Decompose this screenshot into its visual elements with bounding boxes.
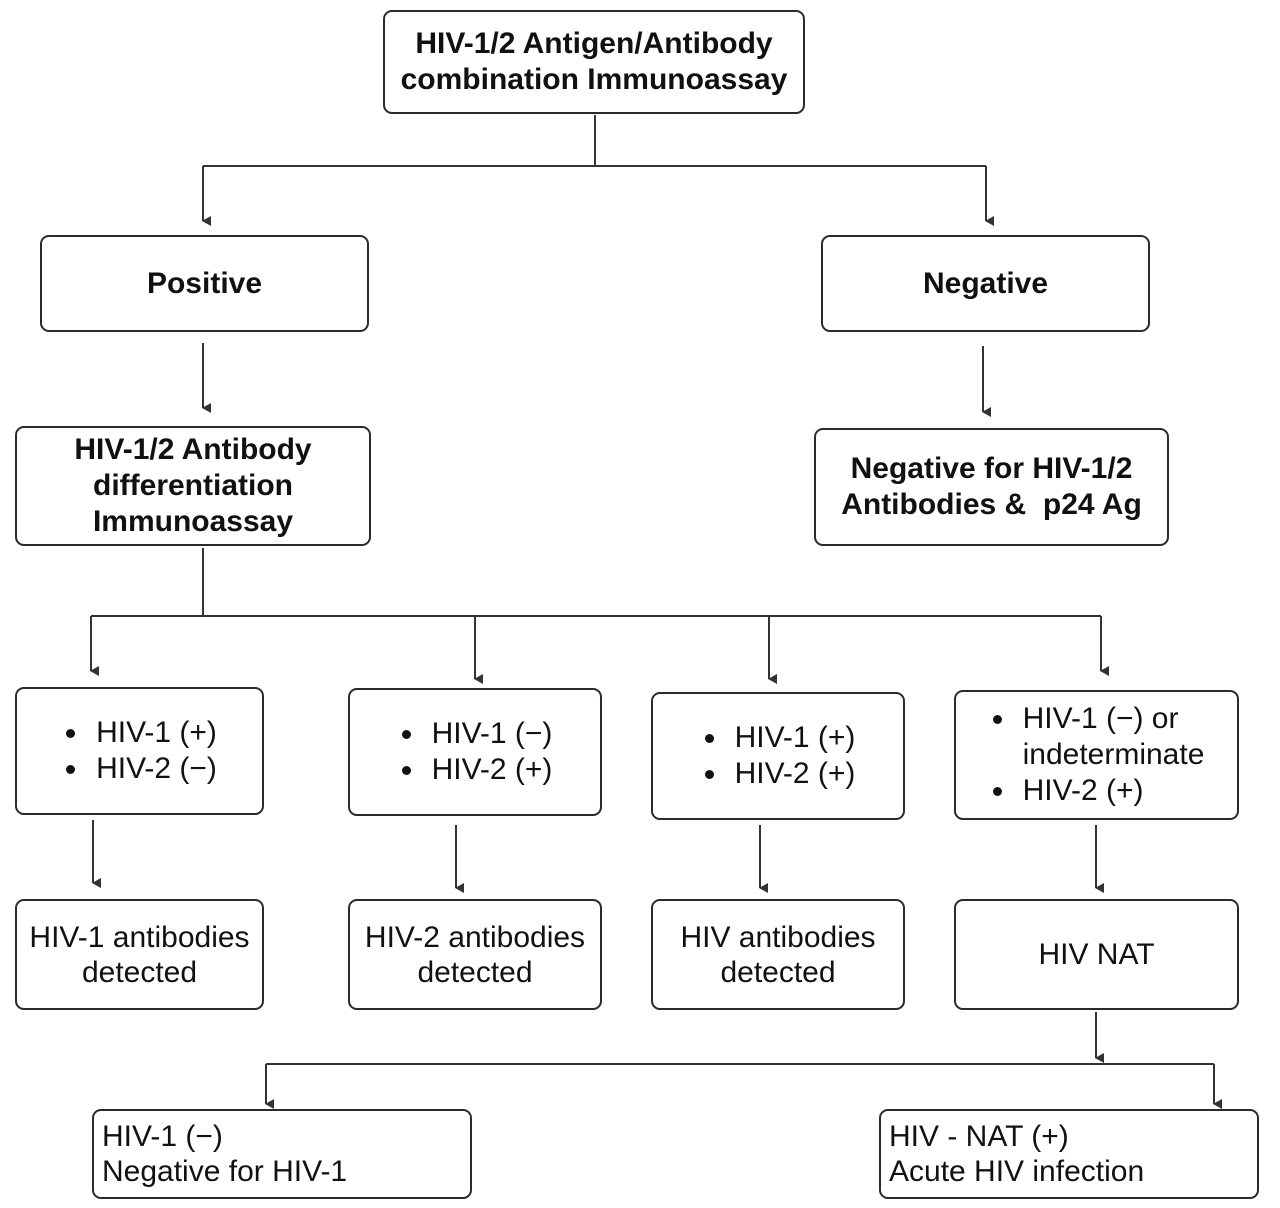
outcome-box-2: HIV-1 (−) HIV-2 (+) [348,688,602,816]
result-1-line1: HIV-1 antibodies [29,920,250,954]
outcome-4-item: HIV-1 (−) or [989,701,1205,737]
outcome-3-item: HIV-2 (+) [701,756,855,792]
combination-immunoassay-line1: HIV-1/2 Antigen/Antibody [415,27,773,60]
outcome-2-item: HIV-1 (−) [398,716,552,752]
outcome-4-item-continuation: indeterminate [1022,738,1205,771]
outcome-2-item: HIV-2 (+) [398,752,552,788]
outcome-1-item: HIV-2 (−) [62,751,217,787]
result-3-line1: HIV antibodies [680,920,876,954]
outcome-4-item: HIV-2 (+) [989,773,1205,809]
final-acute-line2: Acute HIV infection [889,1155,1145,1188]
outcome-4-list: HIV-1 (−) or indeterminate HIV-2 (+) [989,701,1205,809]
result-1-line2: detected [81,955,198,989]
differentiation-line3: Immunoassay [92,505,294,538]
combination-immunoassay-line2: combination Immunoassay [400,63,788,96]
outcome-2-list: HIV-1 (−) HIV-2 (+) [398,716,552,788]
differentiation-immunoassay-box: HIV-1/2 Antibody differentiation Immunoa… [15,426,371,546]
outcome-3-item: HIV-1 (+) [701,720,855,756]
final-acute-box: HIV - NAT (+) Acute HIV infection [879,1109,1259,1199]
negative-label: Negative [922,266,1049,300]
negative-result-box: Negative for HIV-1/2 Antibodies & p24 Ag [814,428,1169,546]
result-box-2: HIV-2 antibodies detected [348,899,602,1010]
negative-result-line1: Negative for HIV-1/2 [850,452,1133,485]
outcome-1-list: HIV-1 (+) HIV-2 (−) [62,715,217,787]
final-negative-line2: Negative for HIV-1 [102,1155,348,1188]
outcome-box-3: HIV-1 (+) HIV-2 (+) [651,692,905,820]
negative-result-line2: Antibodies & p24 Ag [841,488,1142,521]
combination-immunoassay-box: HIV-1/2 Antigen/Antibody combination Imm… [383,10,805,114]
result-2-line1: HIV-2 antibodies [364,920,586,954]
result-box-3: HIV antibodies detected [651,899,905,1010]
final-acute-line1: HIV - NAT (+) [889,1120,1069,1153]
outcome-3-list: HIV-1 (+) HIV-2 (+) [701,720,855,792]
outcome-1-item: HIV-1 (+) [62,715,217,751]
result-box-1: HIV-1 antibodies detected [15,899,264,1010]
final-negative-box: HIV-1 (−) Negative for HIV-1 [92,1109,472,1199]
result-3-line2: detected [720,955,836,989]
final-negative-line1: HIV-1 (−) [102,1120,223,1153]
positive-box: Positive [40,235,369,332]
hiv-nat-box: HIV NAT [954,899,1239,1010]
differentiation-line1: HIV-1/2 Antibody [74,433,312,466]
negative-box: Negative [821,235,1150,332]
outcome-box-4: HIV-1 (−) or indeterminate HIV-2 (+) [954,690,1239,820]
result-2-line2: detected [417,955,533,989]
hiv-nat-label: HIV NAT [1038,938,1155,971]
differentiation-line2: differentiation [93,469,293,502]
outcome-box-1: HIV-1 (+) HIV-2 (−) [15,687,264,815]
positive-label: Positive [146,266,263,300]
